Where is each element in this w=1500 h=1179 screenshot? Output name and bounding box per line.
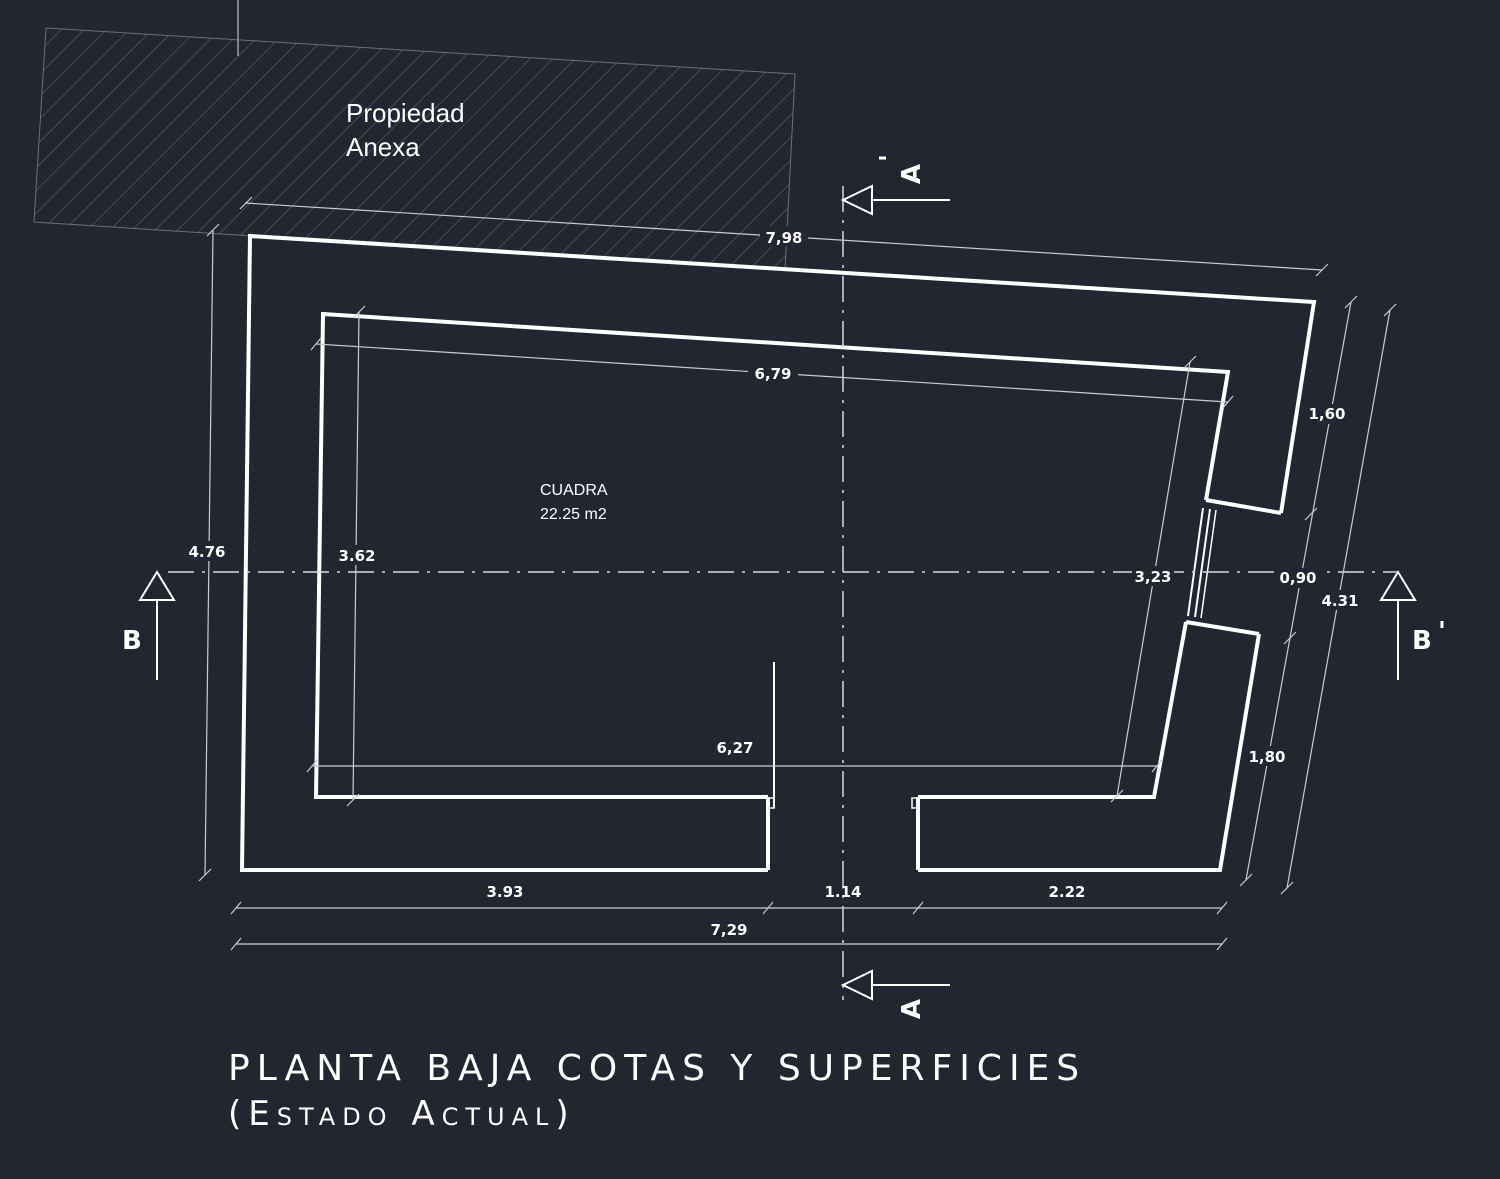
room-name: CUADRA <box>540 482 608 499</box>
section-markers <box>138 184 1417 1001</box>
dimension-lines <box>198 196 1397 951</box>
dim-right-total: 4.31 <box>1321 592 1358 610</box>
section-label-a-top: A <box>897 164 927 184</box>
annex-property: Propiedad Anexa <box>33 0 796 271</box>
outer-wall-outline <box>239 233 1317 872</box>
room-area: 22.25 m2 <box>540 506 607 523</box>
section-axes <box>168 186 1398 1000</box>
dim-right-door: 0,90 <box>1279 569 1316 587</box>
dim-right-lower: 1,80 <box>1248 748 1285 766</box>
drawing-title: PLANTA BAJA COTAS Y SUPERFICIES <box>228 1048 1086 1089</box>
dim-bottom-right: 2.22 <box>1048 883 1085 901</box>
openings <box>768 507 1217 809</box>
walls <box>239 233 1317 872</box>
dim-bottom-total: 7,29 <box>710 921 747 939</box>
dimension-labels: 7,98 6,79 4.76 3.62 3,23 1,60 0,90 1,80 … <box>185 226 1360 939</box>
section-label-b-right: B <box>1412 626 1432 656</box>
section-label-a-bottom: A <box>897 999 927 1019</box>
dim-left-outer: 4.76 <box>188 543 225 561</box>
dim-right-inner: 3,23 <box>1134 568 1171 586</box>
section-mark-a-top: ' <box>875 154 905 162</box>
inner-wall-outline <box>313 311 1231 799</box>
dim-top-outer: 7,98 <box>765 229 802 247</box>
section-mark-b-right: ' <box>1438 617 1446 647</box>
dim-inner-bottom: 6,27 <box>716 739 753 757</box>
section-label-b-left: B <box>122 626 142 656</box>
dim-bottom-left: 3.93 <box>486 883 523 901</box>
dim-right-upper: 1,60 <box>1308 405 1345 423</box>
dim-bottom-mid: 1.14 <box>824 883 861 901</box>
dim-top-inner: 6,79 <box>754 365 791 383</box>
dim-left-inner: 3.62 <box>338 547 375 565</box>
annex-label-line2: Anexa <box>346 132 420 162</box>
annex-label-line1: Propiedad <box>346 98 465 128</box>
drawing-subtitle: (Estado Actual) <box>228 1094 576 1134</box>
